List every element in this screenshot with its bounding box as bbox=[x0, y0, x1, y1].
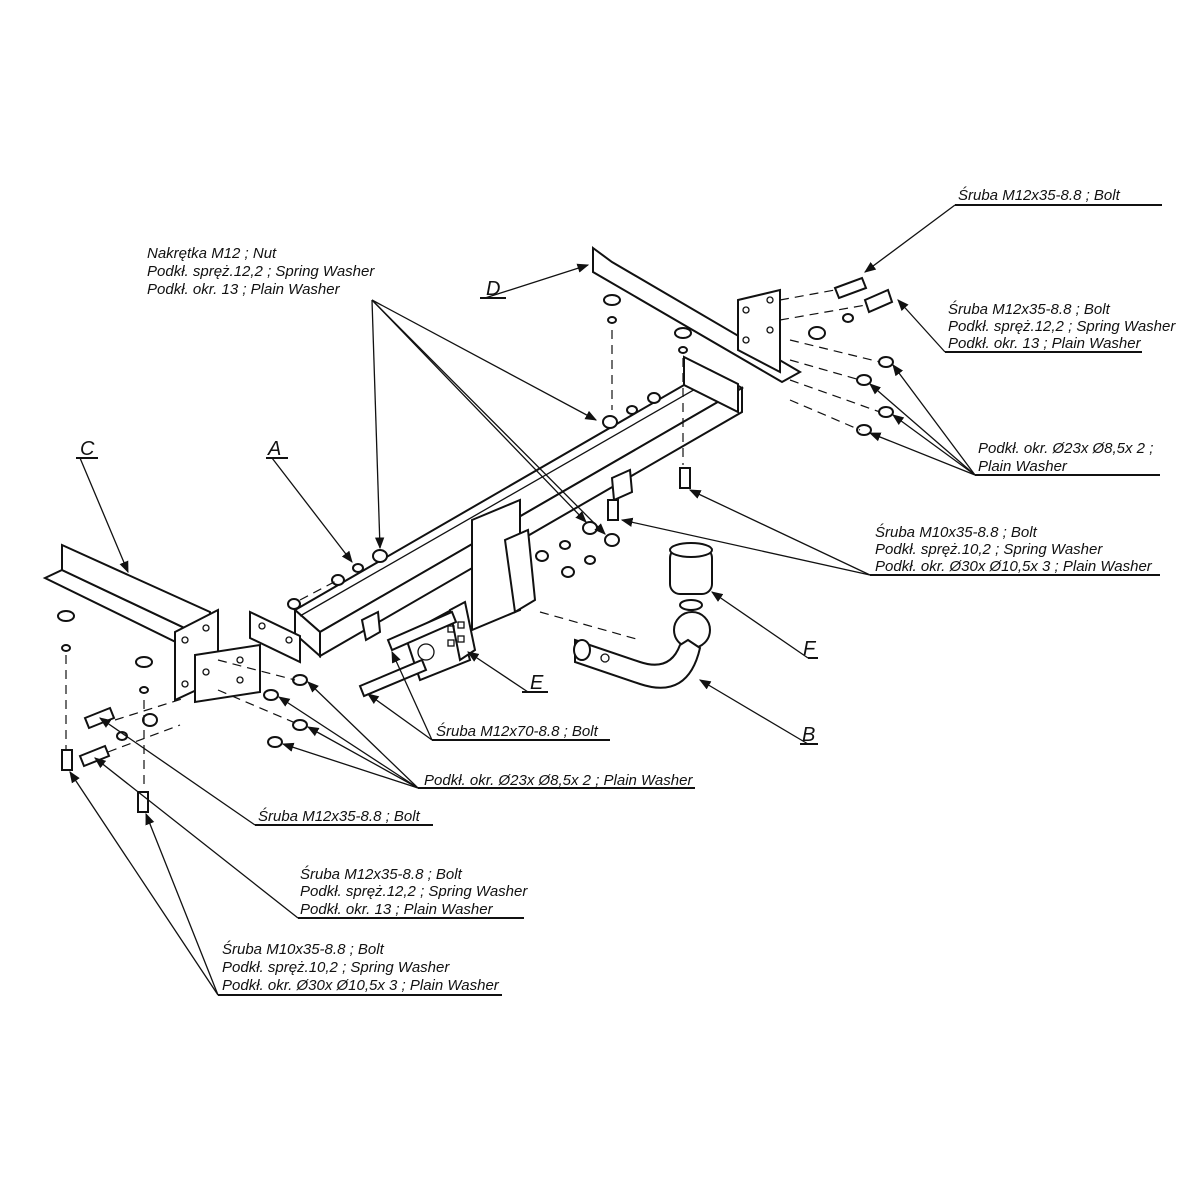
svg-text:Podkł. okr. Ø23x Ø8,5x 2 ;: Podkł. okr. Ø23x Ø8,5x 2 ; bbox=[978, 440, 1153, 457]
callout-nut-group: Nakrętka M12 ; Nut Podkł. spręż.12,2 ; S… bbox=[147, 245, 375, 298]
bracket-d bbox=[592, 246, 803, 384]
svg-text:Podkł. okr. 13 ; Plain Washer: Podkł. okr. 13 ; Plain Washer bbox=[300, 901, 494, 918]
svg-text:Podkł. spręż.12,2 ; Spring Was: Podkł. spręż.12,2 ; Spring Washer bbox=[147, 263, 375, 280]
tow-neck-b bbox=[573, 638, 702, 689]
leader-lines bbox=[69, 204, 976, 996]
callout-washer-right: Podkł. okr. Ø23x Ø8,5x 2 ; Plain Washer bbox=[978, 440, 1153, 475]
svg-text:Podkł. okr. 13 ; Plain Washer: Podkł. okr. 13 ; Plain Washer bbox=[948, 335, 1142, 352]
svg-text:Podkł. okr. Ø23x Ø8,5x 2 ; Pl: Podkł. okr. Ø23x Ø8,5x 2 ; Plain Washer bbox=[424, 772, 693, 789]
svg-text:Podkł. spręż.12,2 ; Spring Was: Podkł. spręż.12,2 ; Spring Washer bbox=[948, 318, 1176, 335]
svg-text:Śruba M12x35-8.8 ; Bolt: Śruba M12x35-8.8 ; Bolt bbox=[300, 865, 463, 883]
fasteners bbox=[57, 276, 894, 813]
bracket-c bbox=[42, 543, 261, 704]
assembly-lines bbox=[65, 289, 881, 790]
svg-text:Śruba M10x35-8.8 ; Bolt: Śruba M10x35-8.8 ; Bolt bbox=[222, 940, 385, 958]
callout-bolt-left-group: Śruba M12x35-8.8 ; Bolt Podkł. spręż.12,… bbox=[300, 865, 528, 918]
svg-text:Podkł. spręż.10,2 ; Spring Was: Podkł. spręż.10,2 ; Spring Washer bbox=[222, 959, 450, 976]
label-d: D bbox=[486, 278, 500, 300]
callout-bolt-m12x70: Śruba M12x70-8.8 ; Bolt bbox=[436, 722, 599, 740]
callout-bolt-m10-left: Śruba M10x35-8.8 ; Bolt Podkł. spręż.10,… bbox=[222, 940, 500, 994]
svg-text:Podkł. spręż.12,2 ; Spring Was: Podkł. spręż.12,2 ; Spring Washer bbox=[300, 883, 528, 900]
underlines bbox=[76, 204, 1162, 996]
svg-text:Podkł. okr. Ø30x Ø10,5x 3 ; P: Podkł. okr. Ø30x Ø10,5x 3 ; Plain Washer bbox=[222, 977, 500, 994]
callout-washer-left: Podkł. okr. Ø23x Ø8,5x 2 ; Plain Washer bbox=[424, 772, 693, 789]
svg-text:Śruba M12x35-8.8 ; Bolt: Śruba M12x35-8.8 ; Bolt bbox=[258, 807, 421, 825]
callout-bolt-top: Śruba M12x35-8.8 ; Bolt bbox=[958, 186, 1121, 204]
label-a: A bbox=[267, 438, 281, 460]
svg-text:Nakrętka M12 ; Nut: Nakrętka M12 ; Nut bbox=[147, 245, 277, 262]
callout-bolt-left: Śruba M12x35-8.8 ; Bolt bbox=[258, 807, 421, 825]
callout-bolt-right-group: Śruba M12x35-8.8 ; Bolt Podkł. spręż.12,… bbox=[948, 300, 1176, 352]
label-e: E bbox=[530, 672, 544, 694]
svg-text:Śruba M10x35-8.8 ; Bolt: Śruba M10x35-8.8 ; Bolt bbox=[875, 523, 1038, 541]
svg-text:Podkł. okr. Ø30x Ø10,5x 3 ; P: Podkł. okr. Ø30x Ø10,5x 3 ; Plain Washer bbox=[875, 558, 1153, 575]
svg-text:Plain Washer: Plain Washer bbox=[978, 458, 1068, 475]
svg-text:Śruba M12x35-8.8 ; Bolt: Śruba M12x35-8.8 ; Bolt bbox=[958, 186, 1121, 204]
callout-bolt-m10-right: Śruba M10x35-8.8 ; Bolt Podkł. spręż.10,… bbox=[875, 523, 1153, 575]
svg-text:Podkł. spręż.10,2 ; Spring Was: Podkł. spręż.10,2 ; Spring Washer bbox=[875, 541, 1103, 558]
svg-text:Śruba M12x35-8.8 ; Bolt: Śruba M12x35-8.8 ; Bolt bbox=[948, 300, 1111, 318]
svg-text:Śruba M12x70-8.8 ; Bolt: Śruba M12x70-8.8 ; Bolt bbox=[436, 722, 599, 740]
tow-ball-f bbox=[669, 542, 713, 649]
label-b: B bbox=[802, 724, 815, 746]
svg-text:Podkł. okr. 13 ; Plain Washer: Podkł. okr. 13 ; Plain Washer bbox=[147, 281, 341, 298]
label-c: C bbox=[80, 438, 95, 460]
label-f: F bbox=[803, 638, 817, 660]
